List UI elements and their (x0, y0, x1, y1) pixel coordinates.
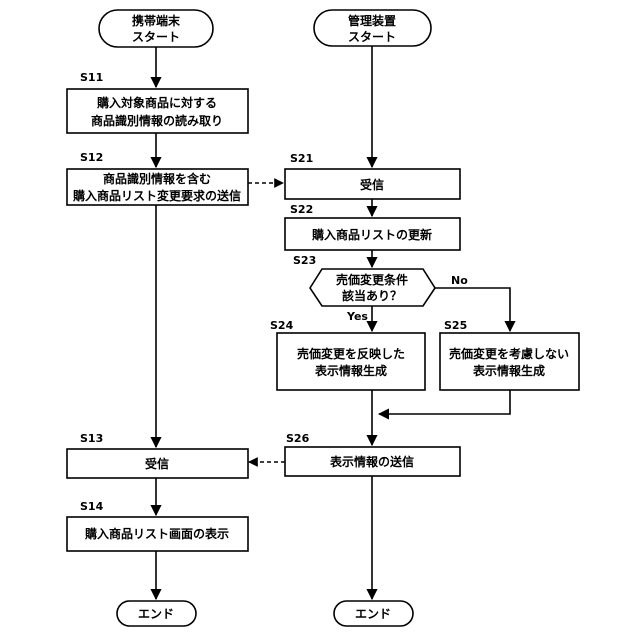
mobile-end-node: エンド (117, 601, 196, 626)
s25-line-1: 売価変更を考慮しない (449, 346, 569, 361)
connectors-manager (372, 46, 510, 599)
s25-line-2: 表示情報生成 (472, 363, 545, 378)
step-label-s14: S14 (80, 500, 104, 513)
process-s12: 商品識別情報を含む 購入商品リスト変更要求の送信 (67, 169, 248, 205)
branch-label-yes: Yes (346, 310, 368, 323)
s24-line-2: 表示情報生成 (314, 363, 387, 378)
process-s21: 受信 (285, 169, 460, 199)
step-label-s21: S21 (290, 152, 313, 165)
process-s25: 売価変更を考慮しない 表示情報生成 (440, 333, 579, 390)
branch-label-no: No (451, 274, 468, 287)
s14-line-1: 購入商品リスト画面の表示 (84, 526, 229, 541)
s23-line-1: 売価変更条件 (336, 272, 408, 287)
mobile-end-label: エンド (138, 607, 174, 621)
s11-line-1: 購入対象商品に対する (96, 95, 217, 110)
step-label-s23: S23 (293, 254, 316, 267)
step-label-s25: S25 (444, 319, 467, 332)
process-s14: 購入商品リスト画面の表示 (67, 517, 248, 551)
s23-line-2: 該当あり？ (342, 288, 402, 303)
manager-start-line-1: 管理装置 (348, 13, 396, 28)
s12-line-2: 購入商品リスト変更要求の送信 (72, 188, 241, 203)
step-label-s13: S13 (80, 432, 103, 445)
s26-line-1: 表示情報の送信 (329, 454, 414, 469)
process-s24: 売価変更を反映した 表示情報生成 (277, 333, 425, 390)
s21-line-1: 受信 (360, 177, 384, 192)
process-s22: 購入商品リストの更新 (285, 218, 460, 250)
manager-end-label: エンド (355, 607, 391, 621)
step-label-s12: S12 (80, 151, 103, 164)
process-s13: 受信 (67, 449, 248, 478)
step-label-s24: S24 (270, 319, 294, 332)
process-s11: 購入対象商品に対する 商品識別情報の読み取り (67, 89, 248, 133)
manager-start-node: 管理装置 スタート (314, 10, 431, 46)
step-label-s11: S11 (80, 71, 103, 84)
arrow-s25-merge (379, 390, 510, 414)
s22-line-1: 購入商品リストの更新 (311, 227, 432, 242)
s11-line-2: 商品識別情報の読み取り (91, 113, 223, 128)
mobile-start-node: 携帯端末 スタート (99, 10, 213, 47)
manager-end-node: エンド (334, 601, 413, 626)
mobile-start-line-2: スタート (132, 30, 180, 44)
s12-line-1: 商品識別情報を含む (103, 171, 211, 186)
process-shape (277, 333, 425, 390)
s13-line-1: 受信 (145, 456, 169, 471)
step-label-s22: S22 (290, 203, 313, 216)
s24-line-1: 売価変更を反映した (297, 346, 405, 361)
process-shape (440, 333, 579, 390)
step-label-s26: S26 (286, 432, 310, 445)
mobile-start-line-1: 携帯端末 (132, 13, 181, 28)
decision-s23: 売価変更条件 該当あり？ (310, 269, 435, 306)
process-s26: 表示情報の送信 (285, 447, 460, 476)
manager-start-line-2: スタート (348, 30, 396, 44)
